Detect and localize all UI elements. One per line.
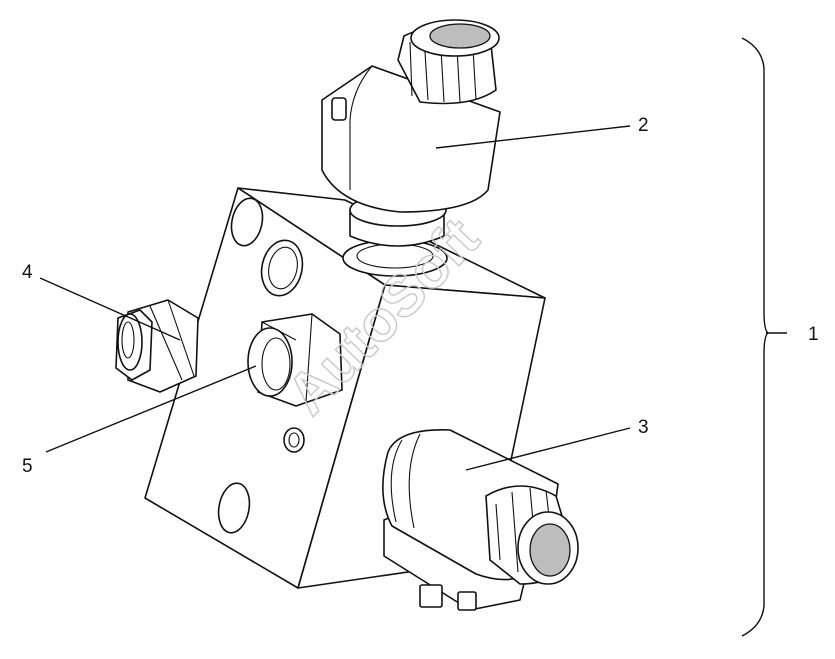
port-hole-lower-left [217, 482, 251, 534]
port-hole-upper-center [260, 239, 304, 297]
callout-label-4: 4 [22, 262, 33, 283]
callout-label-1: 1 [808, 324, 819, 345]
callout-label-5: 5 [22, 456, 33, 477]
fitting-item-4 [115, 299, 199, 393]
leader-lines [39, 125, 787, 471]
leader-line-2 [435, 125, 631, 149]
solenoid-valve-item-2 [321, 19, 501, 277]
small-port-fitting [283, 427, 305, 453]
leader-line-5 [45, 365, 257, 453]
callout-label-2: 2 [638, 115, 649, 136]
solenoid-valve-item-3 [382, 429, 579, 611]
assembly-bracket [741, 37, 770, 637]
plug-item-5 [247, 313, 343, 407]
callout-label-3: 3 [638, 417, 649, 438]
leader-line-3 [465, 427, 631, 471]
leader-line-4 [39, 277, 181, 341]
port-hole-upper-left [230, 197, 264, 247]
